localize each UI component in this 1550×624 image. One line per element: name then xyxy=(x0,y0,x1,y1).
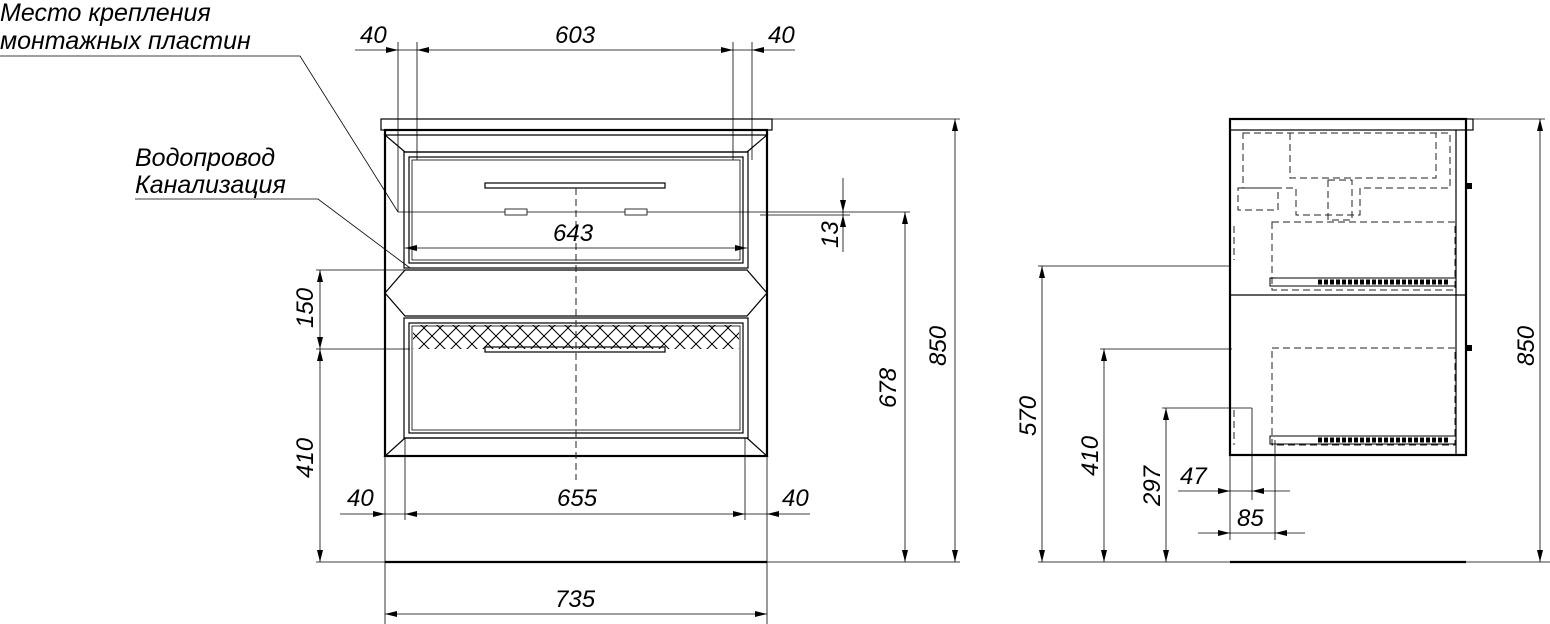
dim-side-upper-level: 570 xyxy=(1015,395,1042,436)
dim-top-right-offset: 40 xyxy=(768,22,795,49)
dim-bottom-left-offset: 40 xyxy=(347,485,374,512)
callout-plumbing-line2: Канализация xyxy=(135,171,286,199)
dim-mounting-height: 13 xyxy=(817,221,844,248)
dim-pipe-span: 643 xyxy=(553,220,594,247)
countertop xyxy=(380,118,773,131)
lattice-band xyxy=(384,269,768,317)
side-cabinet-body xyxy=(1228,117,1468,457)
dim-top-left-offset: 40 xyxy=(360,22,387,49)
dim-bottom-right-offset: 40 xyxy=(782,485,809,512)
callout-mounting-line2: монтажных пластин xyxy=(0,27,251,55)
dim-side-lower-level: 410 xyxy=(1077,435,1104,476)
callout-plumbing: Водопровод Канализация xyxy=(135,144,411,269)
lower-drawer-handle xyxy=(484,346,666,353)
front-view: 40 603 40 643 13 150 410 40 655 40 xyxy=(292,22,960,624)
dim-lower-height: 410 xyxy=(292,437,319,478)
dim-front-overall-height: 850 xyxy=(925,325,952,366)
dim-side-lower-mid-level: 297 xyxy=(1139,464,1166,507)
upper-drawer-handle xyxy=(484,182,666,189)
dim-side-offset-small: 47 xyxy=(1180,463,1208,490)
dim-side-overall-height: 850 xyxy=(1513,325,1540,366)
dim-pipe-zone-height: 150 xyxy=(292,287,319,328)
callout-mounting-plates: Место крепления монтажных пластин xyxy=(0,0,399,213)
callout-mounting-line1: Место крепления xyxy=(0,0,211,27)
side-view: 570 410 297 47 85 850 xyxy=(1015,117,1550,564)
dim-mounting-level: 678 xyxy=(875,367,902,408)
callout-plumbing-line1: Водопровод xyxy=(135,144,275,172)
dim-side-offset-large: 85 xyxy=(1237,505,1264,532)
dim-top-width: 603 xyxy=(555,22,596,49)
dim-overall-width: 735 xyxy=(555,586,596,613)
upper-drawer xyxy=(383,134,769,269)
dim-bottom-width: 655 xyxy=(557,485,598,512)
side-countertop xyxy=(1229,118,1474,131)
